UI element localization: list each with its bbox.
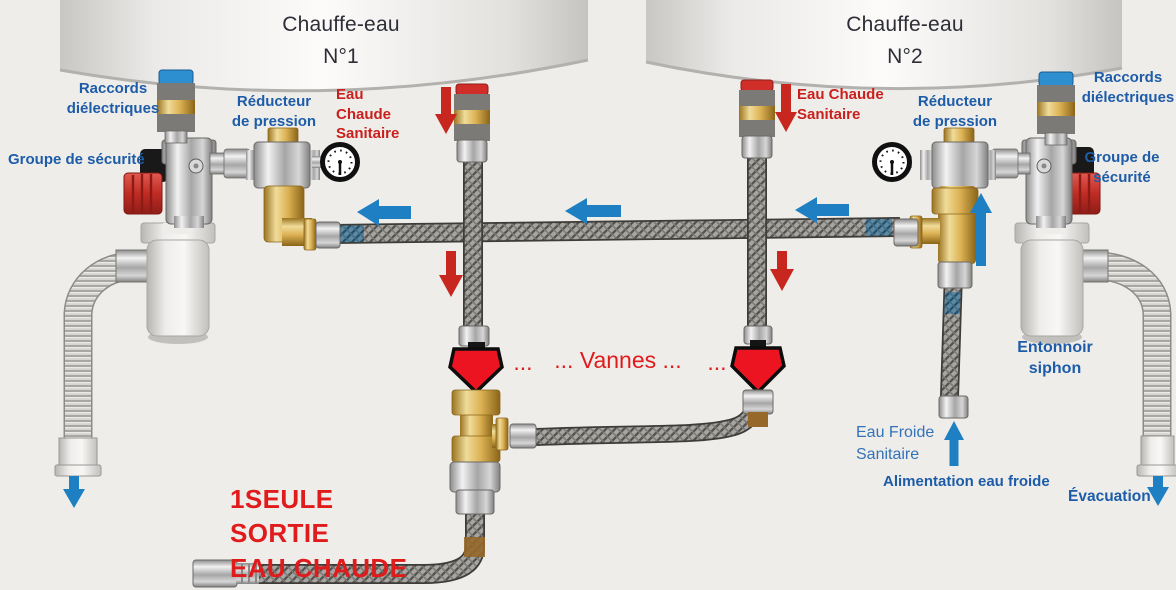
valve-link-hose: [535, 396, 764, 446]
tank2-number: N°2: [887, 44, 923, 68]
label-entonnoir-siphon: Entonnoir siphon: [1017, 339, 1093, 377]
hot-flow-arrow-down-icon: [439, 251, 463, 297]
label-eau-chaude-left: Eau Chaude Sanitaire: [336, 86, 400, 142]
tank1-number: N°1: [323, 44, 359, 68]
pressure-reducer-right: [920, 127, 996, 189]
siphon-funnel-right: [1014, 222, 1109, 344]
drain-hose-left: [54, 251, 135, 477]
label-alimentation-eau-froide: Alimentation eau froide: [883, 473, 1050, 490]
label-vannes: ... Vannes ...: [554, 347, 682, 373]
safety-group-right: [983, 137, 1101, 228]
pressure-gauge-left: [312, 142, 360, 182]
label-reducteur-pression-right: Réducteur de pression: [912, 93, 998, 130]
flow-arrow-left-icon: [357, 199, 411, 226]
brass-tee-right: [893, 186, 979, 289]
tank-1: [59, 0, 589, 93]
hot-link-hose-main: [333, 217, 901, 244]
label-groupe-securite-right: Groupe de sécurité: [1084, 149, 1160, 186]
hot-flow-arrow-down-icon: [770, 251, 794, 291]
pressure-gauge-right: [872, 142, 912, 182]
cold-feed-hose: [938, 287, 969, 419]
flow-arrows: [63, 84, 1169, 508]
tank2-name: Chauffe-eau: [846, 13, 964, 36]
drain-arrow-down-icon: [63, 476, 85, 508]
hot-outlet-arrow-down-icon: [435, 87, 457, 134]
dielectric-fitting-tank2-right: [1037, 71, 1075, 146]
tank2-title: Chauffe-eau N°2: [820, 9, 990, 72]
dielectric-fitting-tank2-hot: [739, 79, 775, 159]
pressure-reducer-left: [246, 127, 341, 251]
siphon-funnel-left: [115, 222, 216, 344]
tank1-title: Chauffe-eau N°1: [256, 9, 426, 72]
cold-inlet-arrow-up-icon: [970, 193, 992, 266]
tank1-name: Chauffe-eau: [282, 13, 400, 36]
label-reducteur-pression-left: Réducteur de pression: [231, 93, 317, 130]
dielectric-fitting-tank1-left: [157, 69, 195, 144]
label-evacuation: Évacuation: [1068, 488, 1151, 505]
safety-group-left: [123, 137, 261, 228]
single-output-hose: [192, 510, 485, 588]
label-sortie-unique: 1SEULE SORTIE EAU CHAUDE: [230, 484, 408, 583]
shutoff-valve-right: [730, 325, 786, 427]
flow-arrow-left-icon: [565, 198, 621, 224]
valve-handle-right-icon: [730, 346, 786, 395]
label-raccords-dielectriques-right: Raccords diélectriques: [1081, 69, 1175, 106]
dielectric-fitting-tank1-hot: [454, 83, 490, 163]
drain-arrow-down-icon: [1147, 476, 1169, 506]
label-groupe-securite-left: Groupe de sécurité: [8, 151, 145, 168]
label-eau-chaude-right: Eau Chaude Sanitaire: [797, 86, 884, 123]
flow-arrow-left-icon: [795, 197, 849, 223]
label-vannes-dots-right: ...: [707, 349, 727, 375]
hot-outlet-arrow-down-icon: [775, 84, 797, 132]
cold-feed-arrow-up-icon: [944, 421, 964, 466]
valve-handle-left-icon: [448, 347, 504, 395]
label-eau-froide: Eau Froide Sanitaire: [856, 424, 935, 464]
label-raccords-dielectriques-left: Raccords diélectriques: [66, 80, 160, 117]
label-vannes-dots-left: ...: [513, 349, 533, 375]
shutoff-valve-left: [448, 325, 537, 515]
